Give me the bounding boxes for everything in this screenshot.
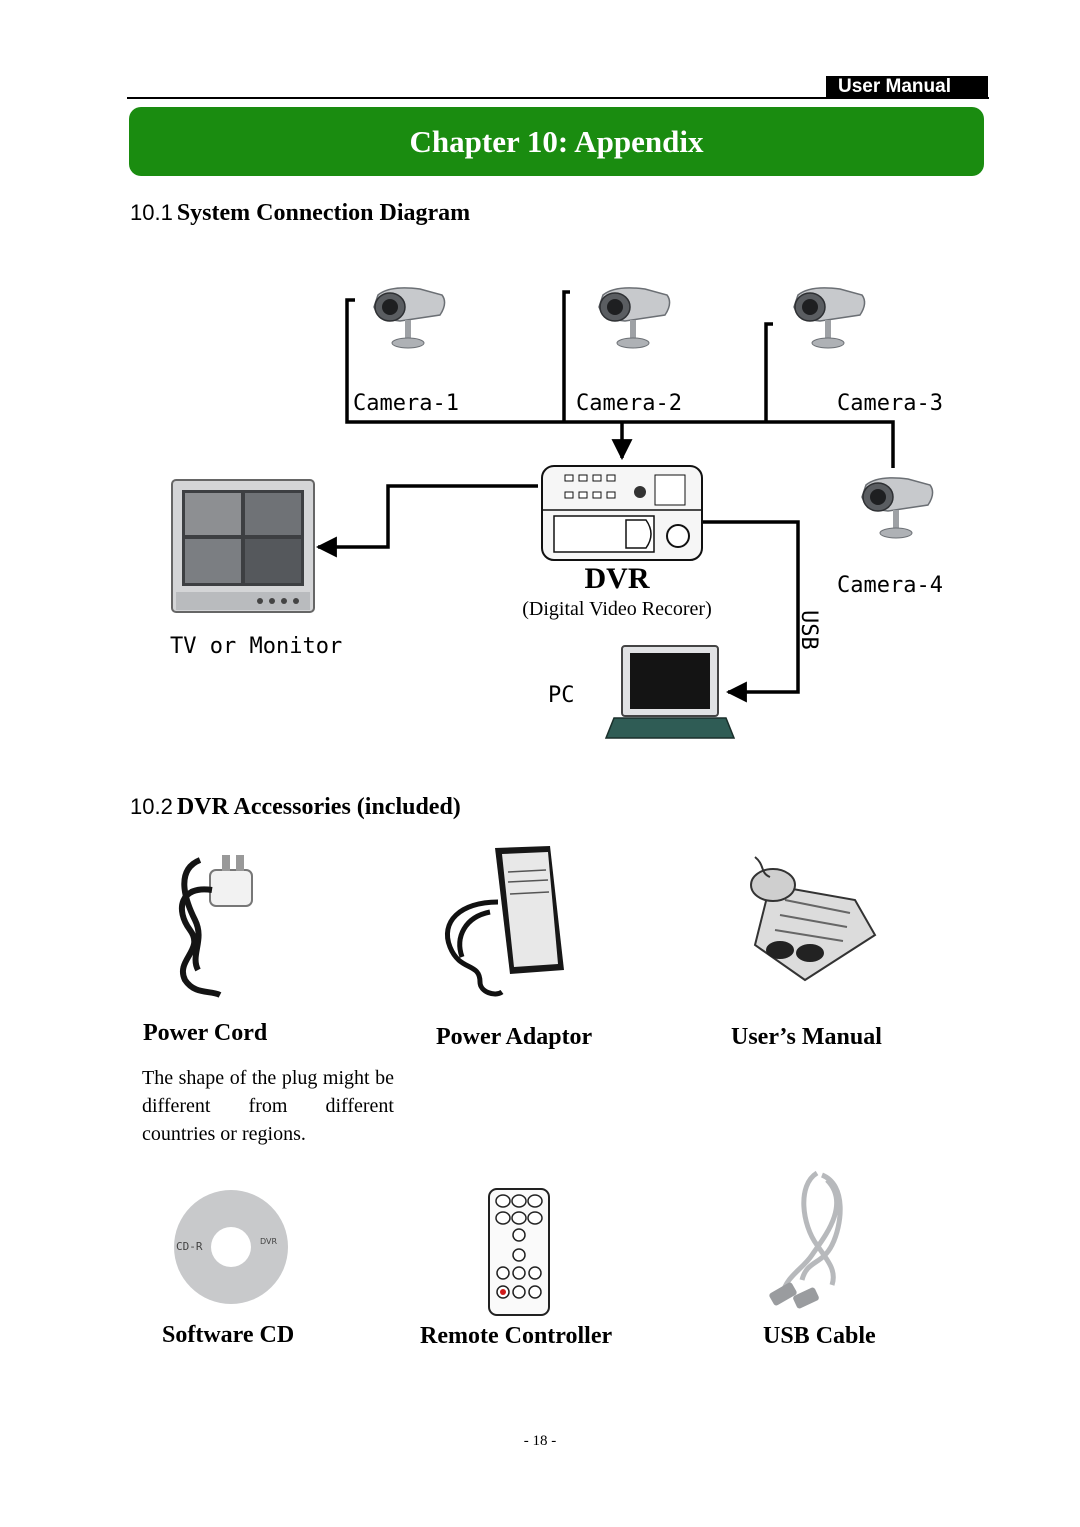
- section-title: System Connection Diagram: [176, 200, 471, 226]
- camera-2-icon: [598, 287, 671, 349]
- power-cord-label: Power Cord: [143, 1020, 268, 1046]
- section-number: 10.2: [130, 794, 173, 819]
- section-heading-10-1: 10.1 System Connection Diagram: [130, 200, 470, 227]
- power-adaptor-icon: [445, 846, 564, 997]
- power-adaptor-label: Power Adaptor: [436, 1024, 593, 1050]
- pc-label: PC: [548, 683, 575, 708]
- power-cord-icon: [179, 855, 253, 998]
- usb-cable-icon: [769, 1170, 843, 1309]
- remote-controller-label: Remote Controller: [420, 1323, 613, 1349]
- camera-3-icon: [793, 287, 866, 349]
- tv-monitor-label: TV or Monitor: [170, 634, 342, 659]
- pc-laptop-icon: [604, 645, 736, 739]
- remote-controller-icon: [488, 1188, 550, 1316]
- tv-monitor-icon: [171, 479, 315, 613]
- cd-label-right: DVR: [260, 1237, 277, 1246]
- camera-4-icon: [861, 477, 934, 539]
- header-rule: [127, 97, 989, 99]
- dvr-subtitle: (Digital Video Recorer): [522, 598, 711, 620]
- usb-label: USB: [796, 610, 821, 650]
- power-cord-note: The shape of the plug might be different…: [142, 1067, 394, 1145]
- users-manual-label: User’s Manual: [731, 1024, 882, 1050]
- header-user-manual-tag: User Manual: [826, 76, 988, 98]
- dvr-label: DVR: [585, 562, 650, 595]
- page-number: - 18 -: [523, 1433, 557, 1449]
- camera-4-label: Camera-4: [837, 573, 943, 598]
- camera-1-icon: [373, 287, 446, 349]
- camera-2-label: Camera-2: [576, 391, 682, 416]
- software-cd-icon: CD-R DVR: [174, 1190, 288, 1304]
- section-number: 10.1: [130, 200, 173, 225]
- chapter-title: Chapter 10: Appendix: [409, 123, 704, 159]
- software-cd-label: Software CD: [162, 1322, 295, 1348]
- system-connection-diagram: Camera-1 Camera-2 Camera-3 Camera-4 TV o…: [170, 287, 943, 739]
- camera-1-label: Camera-1: [353, 391, 459, 416]
- section-heading-10-2: 10.2 DVR Accessories (included): [130, 794, 461, 821]
- camera-3-label: Camera-3: [837, 391, 943, 416]
- users-manual-icon: [750, 856, 877, 982]
- section-title: DVR Accessories (included): [176, 794, 461, 820]
- usb-cable-label: USB Cable: [763, 1323, 876, 1349]
- dvr-unit-icon: [541, 465, 703, 561]
- chapter-banner: Chapter 10: Appendix: [129, 107, 984, 176]
- cd-label-left: CD-R: [176, 1240, 203, 1253]
